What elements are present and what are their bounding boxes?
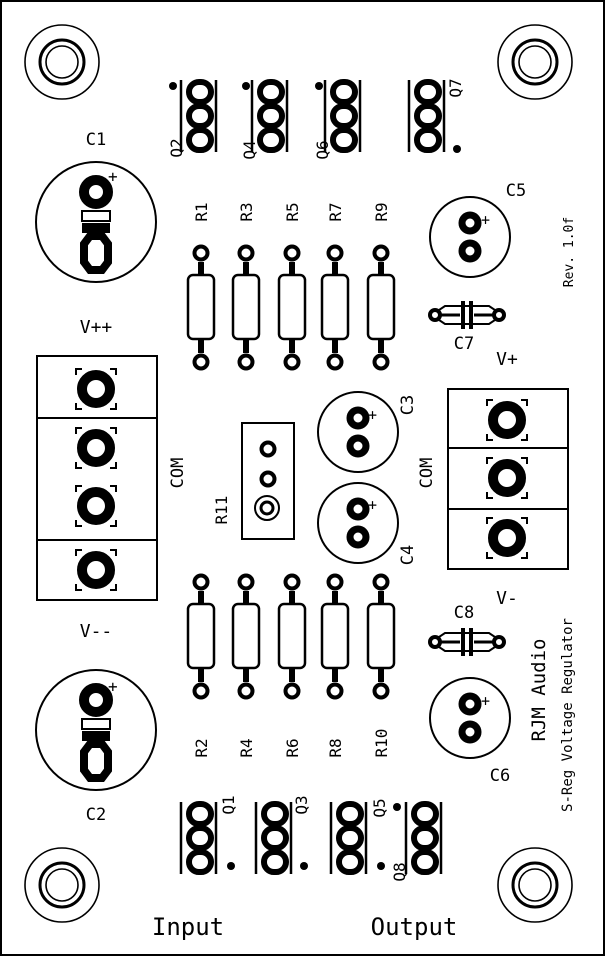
input-com-label: COM (168, 458, 188, 489)
svg-text:+: + (108, 167, 118, 186)
output-terminal-block: V+ COM V- (417, 349, 569, 609)
q8-label: Q8 (390, 862, 409, 881)
q6-label: Q6 (313, 140, 332, 159)
resistor-r4: R4 (233, 576, 259, 758)
input-label: Input (152, 913, 224, 941)
resistor-r7: R7 (322, 202, 348, 368)
r5-label: R5 (283, 202, 302, 221)
capacitor-c3: + C3 (318, 392, 418, 472)
capacitor-c8: C8 (428, 603, 506, 658)
transistor-q5: Q5 (331, 798, 401, 874)
q2-label: Q2 (167, 138, 186, 157)
c5-label: C5 (506, 181, 526, 201)
input-vpp-label: V++ (80, 317, 113, 338)
resistor-r5: R5 (279, 202, 305, 368)
input-vmm-label: V-- (80, 621, 113, 642)
transistor-q2: Q2 (167, 80, 216, 158)
mounting-hole-bottom-left (23, 846, 101, 924)
c2-label: C2 (86, 805, 106, 825)
c4-label: C4 (398, 545, 418, 565)
capacitor-c4: + C4 (318, 483, 418, 565)
revision-label: Rev. 1.0f (562, 217, 577, 287)
transistor-q4: Q4 (240, 80, 287, 160)
c6-label: C6 (490, 766, 510, 786)
capacitor-c7: C7 (428, 299, 506, 354)
resistor-r9: R9 (368, 202, 394, 368)
svg-text:+: + (481, 692, 490, 710)
r6-label: R6 (283, 738, 302, 757)
output-vm-label: V- (496, 588, 518, 609)
board-title: RJM Audio (528, 639, 550, 742)
r2-label: R2 (192, 738, 211, 757)
r3-label: R3 (237, 202, 256, 221)
q3-label: Q3 (292, 795, 311, 814)
svg-text:+: + (108, 677, 118, 696)
output-label: Output (371, 913, 458, 941)
resistor-r8: R8 (322, 576, 348, 758)
board-subtitle: S-Reg Voltage Regulator (560, 618, 576, 812)
trimmer-r11: R11 (212, 422, 295, 540)
q1-label: Q1 (219, 795, 238, 814)
r1-label: R1 (192, 202, 211, 221)
resistor-r10: R10 (368, 576, 394, 758)
mounting-hole-top-left (23, 23, 101, 101)
c7-label: C7 (454, 334, 474, 354)
resistor-r2: R2 (188, 576, 214, 758)
r9-label: R9 (372, 202, 391, 221)
transistor-q6: Q6 (313, 80, 360, 160)
c3-label: C3 (398, 395, 418, 415)
svg-text:+: + (481, 211, 490, 229)
capacitor-c1: + C1 (36, 130, 156, 282)
capacitor-c5: + C5 (430, 181, 526, 277)
resistor-r3: R3 (233, 202, 259, 368)
c8-label: C8 (454, 603, 474, 623)
input-terminal-block: V++ COM V-- (36, 317, 188, 642)
output-vp-label: V+ (496, 349, 518, 370)
capacitor-c2: + C2 (36, 670, 156, 825)
transistor-q8: Q8 (377, 802, 441, 882)
q4-label: Q4 (240, 140, 259, 159)
transistor-q1: Q1 (181, 795, 238, 874)
r8-label: R8 (326, 738, 345, 757)
q7-label: Q7 (446, 78, 465, 97)
mounting-hole-top-right (496, 23, 574, 101)
resistor-r1: R1 (188, 202, 214, 368)
r10-label: R10 (372, 729, 391, 758)
capacitor-c6: + C6 (430, 678, 510, 786)
mounting-hole-bottom-right (496, 846, 574, 924)
r11-label: R11 (212, 496, 231, 525)
resistor-r6: R6 (279, 576, 305, 758)
transistor-q3: Q3 (256, 795, 311, 874)
c1-label: C1 (86, 130, 106, 150)
output-com-label: COM (417, 458, 437, 489)
svg-text:+: + (368, 406, 377, 424)
r4-label: R4 (237, 738, 256, 757)
transistor-q7: Q7 (409, 78, 465, 153)
q5-label: Q5 (370, 798, 389, 817)
r7-label: R7 (326, 202, 345, 221)
svg-text:+: + (368, 496, 377, 514)
